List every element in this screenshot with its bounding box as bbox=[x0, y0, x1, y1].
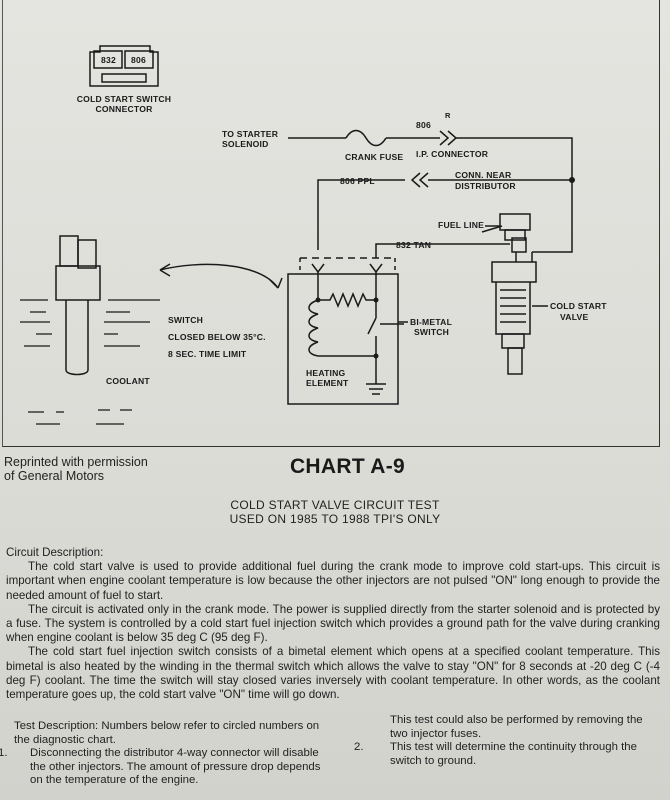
conn-near-label-1: CONN. NEAR bbox=[455, 170, 512, 180]
subtitle-line-1: COLD START VALVE CIRCUIT TEST bbox=[230, 498, 440, 512]
switch-label-2: CLOSED BELOW 35°C. bbox=[168, 332, 266, 342]
cold-start-valve-icon bbox=[485, 213, 537, 375]
subtitle-line-2: USED ON 1985 TO 1988 TPI'S ONLY bbox=[229, 512, 441, 526]
switch-label-3: 8 SEC. TIME LIMIT bbox=[168, 349, 247, 359]
ip-connector-icon bbox=[439, 130, 458, 146]
cold-start-valve-label-2: VALVE bbox=[560, 312, 588, 322]
bimetal-switch-icon bbox=[367, 300, 377, 384]
circuit-description-para-3: The cold start fuel injection switch con… bbox=[6, 645, 660, 702]
circuit-description-heading: Circuit Description: bbox=[6, 546, 104, 559]
connector-label-2: CONNECTOR bbox=[95, 104, 153, 114]
ip-connector-label: I.P. CONNECTOR bbox=[416, 149, 489, 159]
connector-pin-806: 806 bbox=[131, 55, 146, 65]
heating-resistor-icon bbox=[318, 292, 376, 308]
wire-806-ppl bbox=[317, 179, 405, 250]
crank-fuse-label: CRANK FUSE bbox=[345, 152, 403, 162]
heating-element-label-2: ELEMENT bbox=[306, 378, 349, 388]
conn-near-label-2: DISTRIBUTOR bbox=[455, 181, 516, 191]
coolant-label: COOLANT bbox=[106, 376, 150, 386]
cold-start-circuit-diagram: 832 806 COLD START SWITCH CONNECTOR TO S… bbox=[20, 45, 607, 425]
circuit-description-para-2: The circuit is activated only in the cra… bbox=[6, 602, 660, 645]
test-description-right-intro: This test could also be performed by rem… bbox=[390, 714, 643, 740]
test-description-left: Test Description: Numbers below refer to… bbox=[0, 720, 332, 788]
heating-element-label-1: HEATING bbox=[306, 368, 346, 378]
bimetal-label-2: SWITCH bbox=[414, 327, 449, 337]
distributor-connector-icon bbox=[410, 172, 429, 188]
wire-832-tan bbox=[375, 243, 510, 258]
wire-color-r-label: R bbox=[445, 111, 451, 120]
wire-806-ppl-label: 806 PPL bbox=[340, 176, 375, 186]
test-description-intro: Test Description: Numbers below refer to… bbox=[14, 720, 320, 746]
switch-label-1: SWITCH bbox=[168, 315, 203, 325]
thermal-switch-housing bbox=[287, 273, 399, 405]
test-description-right: This test could also be performed by rem… bbox=[354, 714, 662, 768]
credit-line-2: of General Motors bbox=[4, 469, 105, 483]
wire-806-right bbox=[456, 137, 573, 253]
reprint-credit: Reprinted with permission of General Mot… bbox=[4, 455, 148, 483]
heating-coil-icon bbox=[308, 299, 319, 357]
cold-start-valve-label-1: COLD START bbox=[550, 301, 607, 311]
to-starter-label-1: TO STARTER bbox=[222, 129, 279, 139]
circuit-806-label: 806 bbox=[416, 120, 431, 130]
connector-pin-832: 832 bbox=[101, 55, 116, 65]
crank-fuse-icon bbox=[345, 129, 387, 147]
credit-line-1: Reprinted with permission bbox=[4, 455, 148, 469]
ground-icon bbox=[366, 383, 386, 395]
circuit-description-para-1: The cold start valve is used to provide … bbox=[6, 560, 660, 602]
connector-label-1: COLD START SWITCH bbox=[77, 94, 171, 104]
fuel-line-label: FUEL LINE bbox=[438, 220, 484, 230]
circuit-description: Circuit Description: The cold start valv… bbox=[6, 546, 660, 702]
coolant-sensor-icon bbox=[55, 235, 101, 376]
to-starter-label-2: SOLENOID bbox=[222, 139, 268, 149]
test-item-1: 1.Disconnecting the distributor 4-way co… bbox=[0, 747, 321, 787]
connector-icon bbox=[89, 45, 159, 87]
diagram-frame bbox=[2, 0, 660, 447]
arrow-curve bbox=[159, 263, 279, 289]
wire-832-tan-label: 832 TAN bbox=[396, 240, 431, 250]
test-item-2: 2.This test will determine the continuit… bbox=[354, 741, 637, 767]
chart-title: CHART A-9 bbox=[289, 455, 406, 478]
coolant-lines bbox=[20, 299, 160, 425]
bimetal-label-1: BI-METAL bbox=[410, 317, 452, 327]
